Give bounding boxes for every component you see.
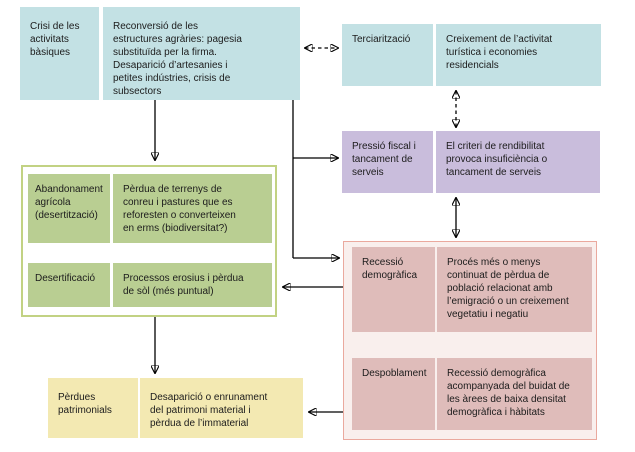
box-perdua-terrenys: Pèrdua de terrenys de conreu i pastures … bbox=[113, 174, 272, 243]
box-crisi-activitats-basiques: Crisi de les activitats bàsiques bbox=[20, 7, 99, 100]
box-terciaritzacio: Terciarització bbox=[342, 24, 433, 86]
box-recessio-buidat-arees: Recessió demogràfica acompanyada del bui… bbox=[437, 358, 592, 430]
box-processos-erosius: Processos erosius i pèrdua de sòl (més p… bbox=[113, 263, 272, 307]
box-recessio-demografica: Recessió demogràfica bbox=[352, 247, 435, 332]
box-reconversio-estructures: Reconversió de les estructures agràries:… bbox=[103, 7, 300, 100]
box-desertificacio: Desertificació bbox=[28, 263, 110, 307]
box-criteri-rendibilitat: El criteri de rendibilitat provoca insuf… bbox=[436, 131, 600, 193]
box-proces-perdua-poblacio: Procés més o menys continuat de pèrdua d… bbox=[437, 247, 592, 332]
box-creixement-turistic: Creixement de l’activitat turística i ec… bbox=[436, 24, 601, 86]
box-abandonament-agricola: Abandonament agrícola (desertització) bbox=[28, 174, 110, 243]
box-desaparicio-patrimoni: Desaparició o enrunament del patrimoni m… bbox=[140, 378, 303, 438]
box-perdues-patrimonials: Pèrdues patrimonials bbox=[48, 378, 138, 438]
box-pressio-fiscal: Pressió fiscal i tancament de serveis bbox=[342, 131, 433, 193]
box-despoblament: Despoblament bbox=[352, 358, 435, 430]
